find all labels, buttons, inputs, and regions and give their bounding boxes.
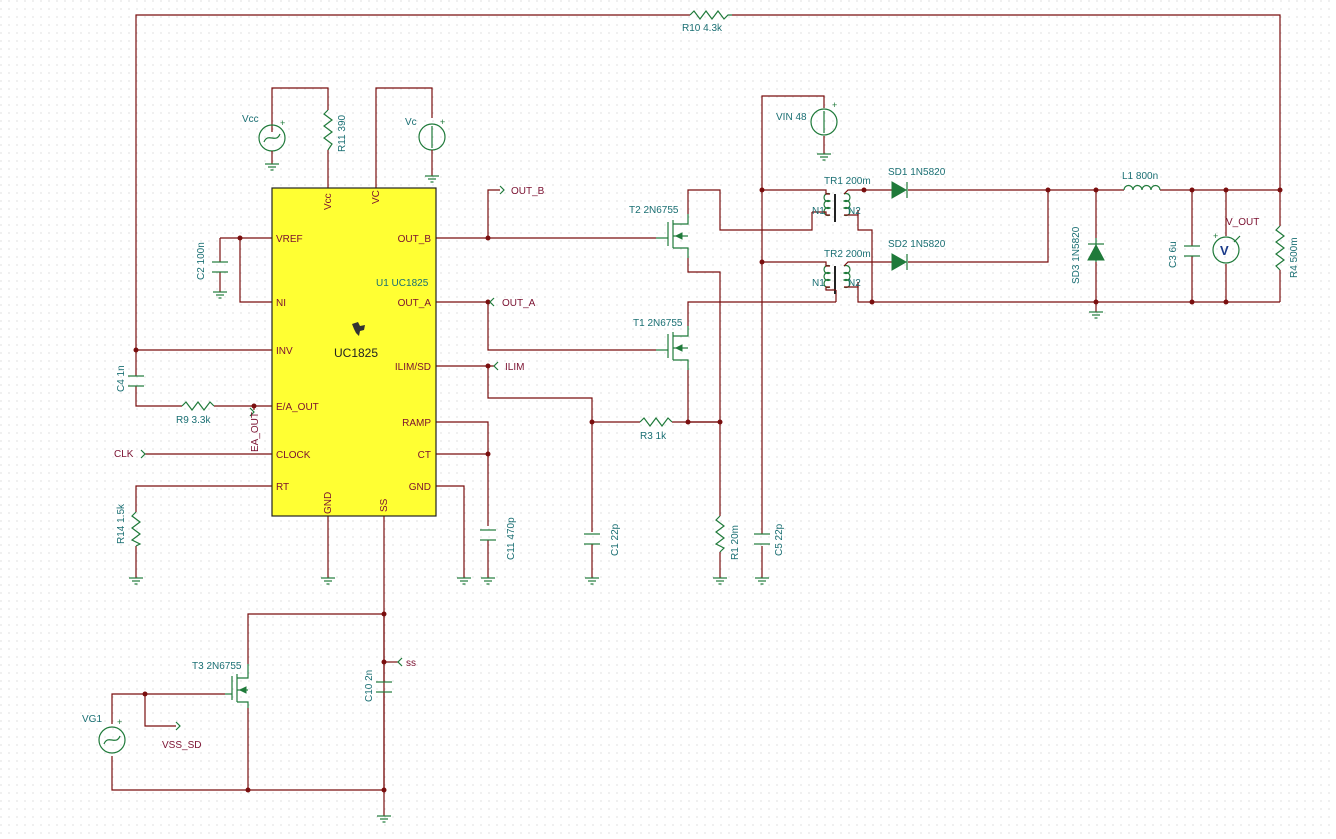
c1-label: C1 22p xyxy=(610,523,621,556)
pin-inv: INV xyxy=(276,346,293,357)
capacitor-c1[interactable]: C1 22p xyxy=(584,523,621,556)
pin-out-b: OUT_B xyxy=(398,234,432,245)
diode-sd2[interactable]: SD2 1N5820 xyxy=(888,239,946,271)
pin-clock: CLOCK xyxy=(276,450,311,461)
tr2-n1: N1 xyxy=(812,278,825,289)
pin-vc: VC xyxy=(371,190,382,204)
r4-label: R4 500m xyxy=(1289,237,1300,278)
r11-label: R11 390 xyxy=(337,114,348,152)
capacitor-c11[interactable]: C11 470p xyxy=(480,517,517,560)
tr1-n2: N2 xyxy=(848,206,861,217)
t2-label: T2 2N6755 xyxy=(629,205,679,216)
vin-label: VIN 48 xyxy=(776,112,807,123)
chip-title: UC1825 xyxy=(334,346,378,360)
pin-ct: CT xyxy=(418,450,431,461)
c5-label: C5 22p xyxy=(774,523,785,556)
pin-gnd: GND xyxy=(409,482,431,493)
capacitor-c2[interactable]: C2 100n xyxy=(196,242,228,280)
transformer-tr2[interactable]: TR2 200m N1 N2 xyxy=(812,249,871,294)
svg-text:+: + xyxy=(440,117,445,127)
wires xyxy=(111,14,1281,816)
capacitor-c10[interactable]: C10 2n xyxy=(364,670,392,702)
transformer-tr1[interactable]: TR1 200m N1 N2 xyxy=(812,176,871,222)
resistor-r4[interactable]: R4 500m xyxy=(1275,225,1300,278)
mosfet-t3[interactable]: T3 2N6755 xyxy=(192,661,249,708)
r9-label: R9 3.3k xyxy=(176,415,211,426)
capacitor-c3[interactable]: C3 6u xyxy=(1168,241,1200,268)
resistor-r10[interactable]: R10 4.3k xyxy=(682,10,732,34)
resistor-r3[interactable]: R3 1k xyxy=(639,417,673,442)
vg1-source[interactable]: + VG1 xyxy=(82,714,126,754)
net-vss-sd: VSS_SD xyxy=(162,740,201,751)
svg-text:+: + xyxy=(1213,231,1218,241)
diode-sd3[interactable]: SD3 1N5820 xyxy=(1071,226,1105,284)
junctions xyxy=(133,187,1283,793)
vcc-source[interactable]: + Vcc xyxy=(242,114,286,164)
tr2-n2: N2 xyxy=(848,278,861,289)
net-ss: ss xyxy=(406,658,416,669)
svg-text:+: + xyxy=(117,717,122,727)
net-ilim: ILIM xyxy=(505,362,524,373)
ground-symbols xyxy=(129,153,1103,823)
voltmeter-v-out[interactable]: V + xyxy=(1212,231,1241,264)
capacitor-c5[interactable]: C5 22p xyxy=(754,523,785,556)
resistor-r14[interactable]: R14 1.5k xyxy=(116,503,142,547)
net-ea-out: EA_OUT xyxy=(250,412,261,452)
diode-sd1[interactable]: SD1 1N5820 xyxy=(888,167,946,199)
c3-label: C3 6u xyxy=(1168,241,1179,268)
t1-label: T1 2N6755 xyxy=(633,318,683,329)
net-labels: OUT_B OUT_A ILIM EA_OUT CLK ss VSS_SD V_… xyxy=(114,185,1259,751)
svg-text:+: + xyxy=(832,100,837,110)
resistor-r9[interactable]: R9 3.3k xyxy=(176,401,215,426)
ti-logo-icon xyxy=(352,322,365,336)
pin-ramp: RAMP xyxy=(402,418,431,429)
vc-source[interactable]: + Vc xyxy=(405,117,446,176)
c4-label: C4 1n xyxy=(116,365,127,392)
r14-label: R14 1.5k xyxy=(116,503,127,544)
tr1-label: TR1 200m xyxy=(824,176,871,187)
pin-out-a: OUT_A xyxy=(398,298,432,309)
sd1-label: SD1 1N5820 xyxy=(888,167,946,178)
net-clk: CLK xyxy=(114,449,134,460)
resistor-r11[interactable]: R11 390 xyxy=(323,109,348,152)
sd2-label: SD2 1N5820 xyxy=(888,239,946,250)
voltmeter-glyph: V xyxy=(1220,243,1229,258)
pin-gnd-bottom: GND xyxy=(323,492,334,514)
sd3-label: SD3 1N5820 xyxy=(1071,226,1082,284)
svg-text:+: + xyxy=(280,118,285,128)
resistor-r1[interactable]: R1 20m xyxy=(714,515,741,560)
t3-label: T3 2N6755 xyxy=(192,661,242,672)
r10-label: R10 4.3k xyxy=(682,23,723,34)
l1-label: L1 800n xyxy=(1122,171,1158,182)
net-out-b: OUT_B xyxy=(511,186,545,197)
pin-ea-out: E/A_OUT xyxy=(276,402,319,413)
capacitor-c4[interactable]: C4 1n xyxy=(116,365,144,392)
net-v-out: V_OUT xyxy=(1226,217,1259,228)
r3-label: R3 1k xyxy=(640,431,667,442)
c10-label: C10 2n xyxy=(364,670,375,702)
inductor-l1[interactable]: L1 800n xyxy=(1122,171,1161,191)
vg1-label: VG1 xyxy=(82,714,102,725)
c11-label: C11 470p xyxy=(506,517,517,560)
pin-ss: SS xyxy=(379,498,390,512)
chip-ref: U1 UC1825 xyxy=(376,278,429,289)
pin-ni: NI xyxy=(276,298,286,309)
vc-label: Vc xyxy=(405,117,417,128)
mosfet-t1[interactable]: T1 2N6755 xyxy=(633,318,689,370)
tr1-n1: N1 xyxy=(812,206,825,217)
pin-vcc: Vcc xyxy=(323,193,334,210)
pin-vref: VREF xyxy=(276,234,303,245)
net-out-a: OUT_A xyxy=(502,298,536,309)
r1-label: R1 20m xyxy=(730,525,741,560)
pin-ilim: ILIM/SD xyxy=(395,362,431,373)
vin-source[interactable]: + VIN 48 xyxy=(776,100,838,136)
mosfet-t2[interactable]: T2 2N6755 xyxy=(629,205,689,258)
c2-label: C2 100n xyxy=(196,242,207,280)
pin-rt: RT xyxy=(276,482,289,493)
tr2-label: TR2 200m xyxy=(824,249,871,260)
vcc-label: Vcc xyxy=(242,114,259,125)
uc1825-chip[interactable]: UC1825 U1 UC1825 VREF NI INV E/A_OUT CLO… xyxy=(271,187,437,517)
